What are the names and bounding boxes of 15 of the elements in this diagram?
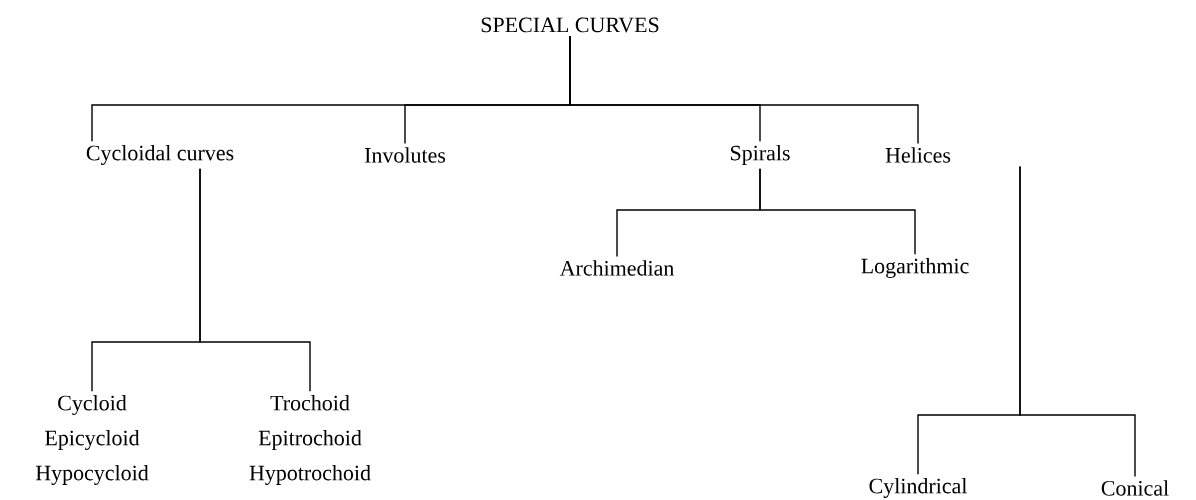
tree-connector (199, 168, 311, 392)
category-label: Logarithmic (861, 258, 969, 278)
category-label: Archimedian (559, 260, 674, 276)
category-label: Helices (885, 147, 951, 163)
category-label: Spirals (730, 145, 790, 165)
category-label: Involutes (364, 147, 446, 163)
category-label: Cylindrical (869, 478, 967, 498)
curve-list: Trochoid Epitrochoid Hypotrochoid (249, 395, 371, 485)
tree-connector (759, 168, 916, 255)
heading-label: SPECIAL CURVES (481, 17, 659, 33)
curve-list: Cycloid Epicycloid Hypocycloid (35, 395, 149, 485)
tree-connector (569, 35, 919, 145)
category-label: Cycloidal curves (86, 145, 234, 165)
tree-connector (1019, 165, 1136, 478)
category-label: Conical (1101, 480, 1169, 496)
